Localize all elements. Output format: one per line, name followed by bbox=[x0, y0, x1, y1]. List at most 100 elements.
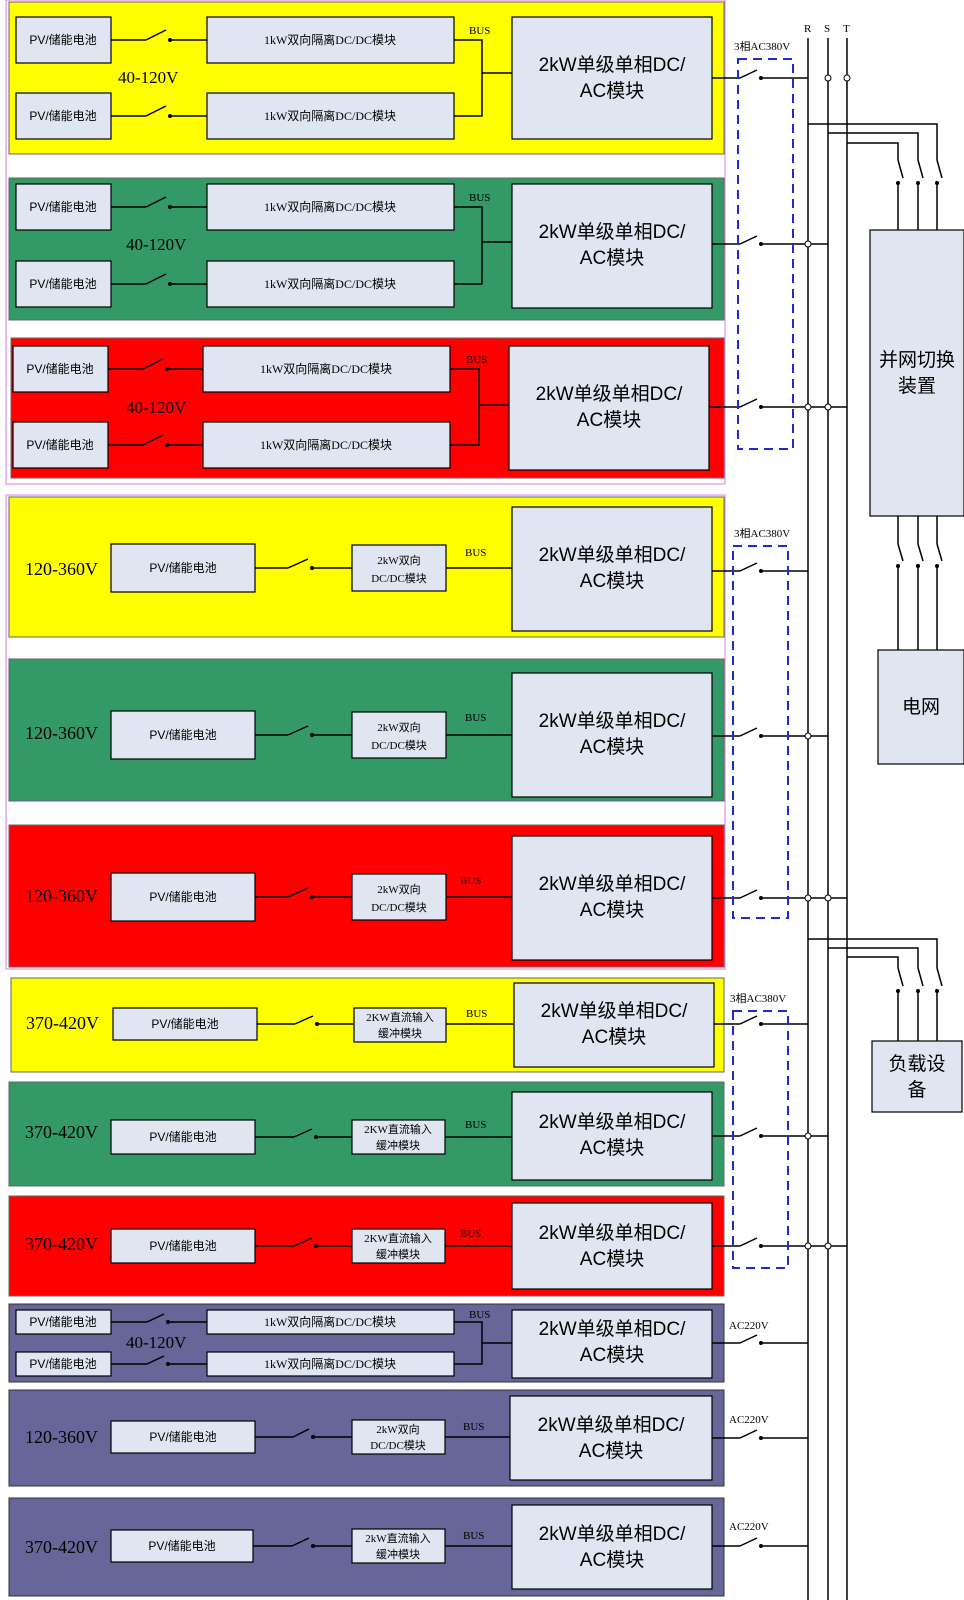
section-12: 370-420V PV/储能电池 2kW直流输入 缓冲模块 BUS 2kW单级单… bbox=[25, 1504, 713, 1590]
buffer-label-line2: 缓冲模块 bbox=[376, 1138, 420, 1152]
bus-label: BUS bbox=[460, 875, 481, 887]
inverter-label-line1: 2kW单级单相DC/ bbox=[539, 873, 686, 895]
grid-switch-device bbox=[869, 229, 964, 517]
section-6: 120-360V PV/储能电池 2kW双向 DC/DC模块 BUS 2kW单级… bbox=[25, 835, 713, 961]
bus-label: BUS bbox=[469, 1309, 490, 1321]
section-11: 120-360V PV/储能电池 2kW双向 DC/DC模块 BUS 2kW单级… bbox=[25, 1395, 713, 1481]
inverter-label-line2: AC模块 bbox=[580, 736, 644, 758]
grid-switch-label-line1: 并网切换 bbox=[879, 349, 955, 371]
phase-r-label: R bbox=[804, 23, 812, 35]
section-5: 120-360V PV/储能电池 2kW双向 DC/DC模块 BUS 2kW单级… bbox=[25, 672, 713, 798]
dcdc-2kw-label-line2: DC/DC模块 bbox=[371, 572, 427, 585]
section-7: 370-420V PV/储能电池 2KW直流输入 缓冲模块 BUS 2kW单级单… bbox=[26, 982, 715, 1068]
pv-label: PV/储能电池 bbox=[148, 1538, 215, 1553]
ac380-group-b bbox=[732, 545, 789, 919]
bus-label: BUS bbox=[465, 547, 486, 559]
bus-label: BUS bbox=[465, 1119, 486, 1131]
pv-label: PV/储能电池 bbox=[149, 1129, 216, 1144]
dcdc-2kw-label-line1: 2kW双向 bbox=[377, 553, 420, 567]
output-switches bbox=[709, 69, 847, 1548]
inverter-label-line1: 2kW单级单相DC/ bbox=[539, 221, 686, 243]
pv-label: PV/储能电池 bbox=[149, 560, 216, 575]
inverter-label-line2: AC模块 bbox=[579, 1440, 643, 1462]
bus-label: BUS bbox=[466, 354, 487, 366]
dcdc-2kw-label-line1: 2kW双向 bbox=[376, 1422, 419, 1436]
load-label-line2: 备 bbox=[907, 1079, 926, 1101]
group-border-40-120v bbox=[5, 0, 726, 485]
bus-label: BUS bbox=[463, 1530, 484, 1542]
phase-t-label: T bbox=[843, 23, 850, 35]
pv-label: PV/储能电池 bbox=[29, 1314, 96, 1329]
buffer-label-line2: 缓冲模块 bbox=[378, 1026, 422, 1040]
pv-label: PV/储能电池 bbox=[26, 437, 93, 452]
section-8: 370-420V PV/储能电池 2KW直流输入 缓冲模块 BUS 2kW单级单… bbox=[25, 1091, 713, 1181]
dcdc-2kw-label-line1: 2kW双向 bbox=[377, 720, 420, 734]
section-10: PV/储能电池 PV/储能电池 40-120V 1kW双向隔离DC/DC模块 1… bbox=[15, 1309, 713, 1379]
group-border-120-360v bbox=[5, 494, 726, 970]
inverter-label-line2: AC模块 bbox=[580, 1137, 644, 1159]
bus-label: BUS bbox=[466, 1008, 487, 1020]
voltage-label: 120-360V bbox=[25, 559, 98, 579]
inverter-label-line2: AC模块 bbox=[577, 409, 641, 431]
voltage-label: 40-120V bbox=[126, 398, 187, 417]
load-box bbox=[871, 1040, 963, 1113]
crossing-marks bbox=[804, 74, 851, 1250]
inverter-label-line1: 2kW单级单相DC/ bbox=[539, 1523, 686, 1545]
inverter-label-line1: 2kW单级单相DC/ bbox=[536, 383, 683, 405]
bus-label: BUS bbox=[460, 1228, 481, 1240]
load-label-line1: 负载设 bbox=[888, 1053, 945, 1075]
load-taps bbox=[808, 938, 943, 1041]
pv-label: PV/储能电池 bbox=[149, 727, 216, 742]
inverter-label-line2: AC模块 bbox=[580, 1248, 644, 1270]
pv-label: PV/储能电池 bbox=[149, 1429, 216, 1444]
buffer-label-line1: 2KW直流输入 bbox=[364, 1122, 432, 1136]
inverter-label-line1: 2kW单级单相DC/ bbox=[539, 1111, 686, 1133]
ac380-label: 3相AC380V bbox=[730, 992, 786, 1005]
inverter-label-line1: 2kW单级单相DC/ bbox=[539, 544, 686, 566]
voltage-label: 40-120V bbox=[126, 235, 187, 254]
inverter-label-line1: 2kW单级单相DC/ bbox=[539, 710, 686, 732]
pv-label: PV/储能电池 bbox=[29, 1356, 96, 1371]
grid-switch-taps bbox=[808, 123, 943, 230]
section-2: PV/储能电池 PV/储能电池 40-120V 1kW双向隔离DC/DC模块 1… bbox=[15, 183, 713, 309]
pv-label: PV/储能电池 bbox=[29, 32, 96, 47]
ac220-label: AC220V bbox=[729, 1414, 769, 1426]
pv-label: PV/储能电池 bbox=[29, 276, 96, 291]
inverter-label-line1: 2kW单级单相DC/ bbox=[538, 1414, 685, 1436]
dcdc-1kw-label: 1kW双向隔离DC/DC模块 bbox=[260, 361, 392, 376]
buffer-label-line2: 缓冲模块 bbox=[376, 1247, 420, 1261]
voltage-label: 120-360V bbox=[25, 886, 98, 906]
inverter-label-line2: AC模块 bbox=[580, 570, 644, 592]
bus-label: BUS bbox=[465, 712, 486, 724]
pv-label: PV/储能电池 bbox=[26, 361, 93, 376]
voltage-label: 120-360V bbox=[25, 1427, 98, 1447]
ac380-label: 3相AC380V bbox=[734, 40, 790, 53]
bus-label: BUS bbox=[469, 25, 490, 37]
inverter-label-line1: 2kW单级单相DC/ bbox=[539, 1318, 686, 1340]
dcdc-2kw-label-line2: DC/DC模块 bbox=[370, 1439, 426, 1452]
ac380-label: 3相AC380V bbox=[734, 527, 790, 540]
ac220-label: AC220V bbox=[729, 1521, 769, 1533]
inverter-label-line2: AC模块 bbox=[582, 1026, 646, 1048]
bus-label: BUS bbox=[469, 192, 490, 204]
three-phase-bus: R S T bbox=[804, 23, 850, 1600]
pv-label: PV/储能电池 bbox=[29, 108, 96, 123]
pv-label: PV/储能电池 bbox=[29, 199, 96, 214]
pv-label: PV/储能电池 bbox=[149, 889, 216, 904]
pv-label: PV/储能电池 bbox=[149, 1238, 216, 1253]
dcdc-1kw-label: 1kW双向隔离DC/DC模块 bbox=[264, 1356, 396, 1371]
voltage-label: 370-420V bbox=[25, 1122, 98, 1142]
grid-box bbox=[877, 649, 964, 765]
phase-s-label: S bbox=[824, 23, 830, 35]
buffer-label-line1: 2KW直流输入 bbox=[364, 1231, 432, 1245]
ac380-group-c bbox=[732, 1010, 789, 1269]
section-3: PV/储能电池 PV/储能电池 40-120V 1kW双向隔离DC/DC模块 1… bbox=[12, 345, 710, 471]
dcdc-2kw-label-line1: 2kW双向 bbox=[377, 882, 420, 896]
dcdc-1kw-label: 1kW双向隔离DC/DC模块 bbox=[264, 108, 396, 123]
inverter-label-line2: AC模块 bbox=[580, 80, 644, 102]
inverter-label-line2: AC模块 bbox=[580, 247, 644, 269]
inverter-label-line1: 2kW单级单相DC/ bbox=[539, 1222, 686, 1244]
voltage-label: 120-360V bbox=[25, 723, 98, 743]
inverter-label-line2: AC模块 bbox=[580, 1549, 644, 1571]
